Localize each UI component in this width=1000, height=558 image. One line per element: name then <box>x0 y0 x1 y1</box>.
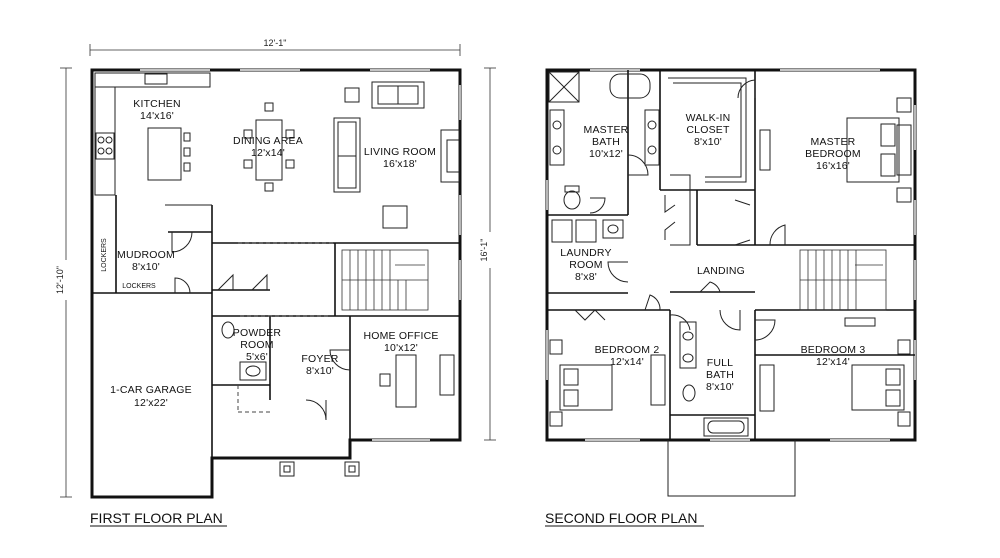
second-floor-doors <box>574 79 786 341</box>
dining-table <box>243 87 360 192</box>
porch-roof <box>667 440 796 497</box>
foyer-size: 8'x10' <box>306 365 334 377</box>
full-bath-fixtures <box>679 321 749 437</box>
master-bedroom-size: 16'x16' <box>816 160 850 172</box>
front-porch <box>279 461 360 477</box>
office-furniture <box>379 354 455 408</box>
kitchen-size: 14'x16' <box>140 110 174 122</box>
powder-room-fixtures <box>221 321 267 381</box>
mudroom-size: 8'x10' <box>132 261 160 273</box>
living-size: 16'x18' <box>383 158 417 170</box>
full-bath-name-2: BATH <box>706 369 734 381</box>
foyer-name: FOYER <box>301 353 338 365</box>
lockers-vertical-label: LOCKERS <box>101 238 108 272</box>
bedroom-3-furniture <box>759 317 911 427</box>
master-bedroom-name-2: BEDROOM <box>805 148 861 160</box>
first-floor-walls <box>90 68 462 499</box>
dining-name: DINING AREA <box>233 135 303 147</box>
closet-shelving <box>668 77 771 183</box>
master-bath-fixtures <box>548 71 660 210</box>
living-name: LIVING ROOM <box>364 146 436 158</box>
bedroom-3-size: 12'x14' <box>816 356 850 368</box>
second-floor-walls <box>545 68 917 442</box>
garage-name: 1-CAR GARAGE <box>110 384 192 396</box>
laundry-name-1: LAUNDRY <box>560 247 611 259</box>
laundry-fixtures <box>551 219 624 243</box>
powder-name-2: ROOM <box>240 339 273 351</box>
lockers-horizontal-label: LOCKERS <box>122 283 156 290</box>
master-bedroom-name-1: MASTER <box>811 136 856 148</box>
mudroom-name: MUDROOM <box>117 249 175 261</box>
office-name: HOME OFFICE <box>363 330 438 342</box>
closet-size: 8'x10' <box>694 136 722 148</box>
laundry-size: 8'x8' <box>575 271 597 283</box>
first-floor-left-dimension: 12'-10" <box>55 266 65 294</box>
bedroom-3-name: BEDROOM 3 <box>801 344 866 356</box>
living-furniture <box>333 81 460 229</box>
first-floor-plan: 12'-1" 12'-10" 16'-1" <box>55 37 498 527</box>
closet-name-1: WALK-IN <box>686 112 731 124</box>
dimension-lines-first <box>60 44 496 498</box>
powder-size: 5'x6' <box>246 351 268 363</box>
office-size: 10'x12' <box>384 342 418 354</box>
first-floor-right-dimension: 16'-1" <box>479 239 489 262</box>
landing-name: LANDING <box>697 265 745 277</box>
second-floor-stairs <box>799 249 887 311</box>
bedroom-2-name: BEDROOM 2 <box>595 344 660 356</box>
laundry-name-2: ROOM <box>569 259 602 271</box>
master-bath-name-1: MASTER <box>584 124 629 136</box>
full-bath-name-1: FULL <box>707 357 733 369</box>
master-bath-name-2: BATH <box>592 136 620 148</box>
bedroom-2-furniture <box>549 339 666 427</box>
kitchen-name: KITCHEN <box>133 98 181 110</box>
first-floor-title: FIRST FLOOR PLAN <box>90 510 223 526</box>
first-floor-stairs <box>341 249 429 311</box>
first-floor-width-dimension: 12'-1" <box>264 38 287 48</box>
bedroom-2-size: 12'x14' <box>610 356 644 368</box>
master-bed <box>846 97 912 203</box>
dining-size: 12'x14' <box>251 147 285 159</box>
full-bath-size: 8'x10' <box>706 381 734 393</box>
second-floor-title: SECOND FLOOR PLAN <box>545 510 697 526</box>
powder-name-1: POWDER <box>233 327 282 339</box>
kitchen-fixtures <box>94 72 211 196</box>
closet-name-2: CLOSET <box>686 124 730 136</box>
garage-size: 12'x22' <box>134 397 168 409</box>
second-floor-plan: MASTER BATH 10'x12' WALK-IN CLOSET 8'x10… <box>545 68 917 527</box>
first-floor-doors <box>165 204 351 421</box>
master-bath-size: 10'x12' <box>589 148 623 160</box>
